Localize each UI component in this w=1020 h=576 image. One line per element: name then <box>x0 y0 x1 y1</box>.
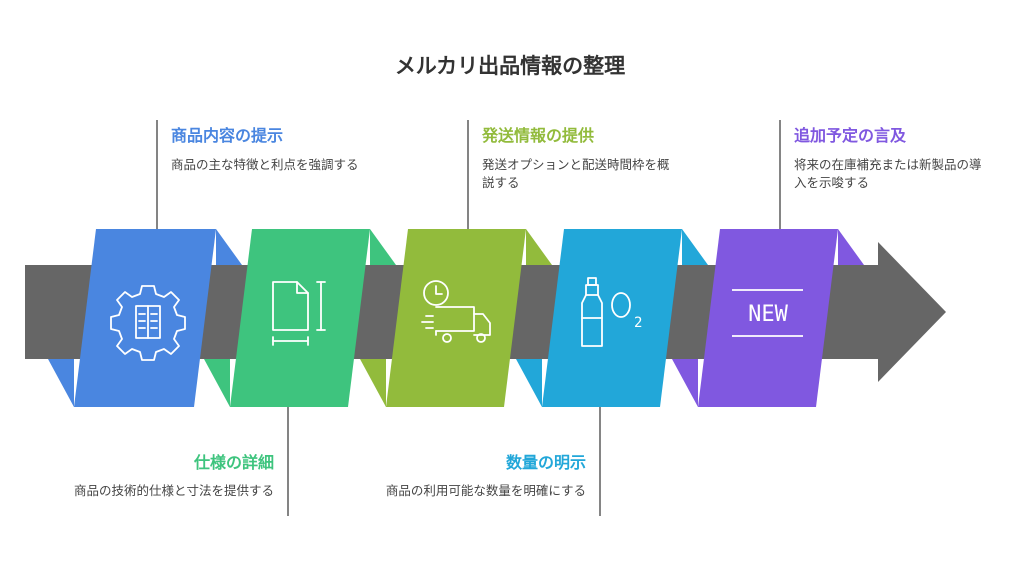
step-title-1: 商品内容の提示 <box>171 126 284 145</box>
settings-document-icon <box>110 285 186 361</box>
fold-top-2 <box>370 229 396 265</box>
fold-top-4 <box>682 229 708 265</box>
step-panel-2 <box>230 229 370 407</box>
o2-subscript: 2 <box>634 315 642 331</box>
step-desc-3: 発送オプションと配送時間枠を概説する <box>482 157 670 190</box>
step-panel-3 <box>386 229 526 407</box>
step-panel-1 <box>74 229 216 407</box>
step-desc-1: 商品の主な特徴と利点を強調する <box>171 157 359 172</box>
step-panel-4 <box>542 229 682 407</box>
step-title-2: 仕様の詳細 <box>193 453 274 472</box>
step-desc-5: 将来の在庫補充または新製品の導入を示唆する <box>794 157 982 190</box>
step-desc-2: 商品の技術的仕様と寸法を提供する <box>73 483 274 498</box>
fold-bottom-3 <box>360 359 386 407</box>
new-label-text: NEW <box>748 302 788 327</box>
fold-top-5 <box>838 229 864 265</box>
fold-bottom-4 <box>516 359 542 407</box>
step-desc-4: 商品の利用可能な数量を明確にする <box>385 483 586 498</box>
step-title-4: 数量の明示 <box>505 453 586 472</box>
fold-bottom-2 <box>204 359 230 407</box>
delivery-truck-clock-icon <box>421 280 491 343</box>
step-panel-5 <box>698 229 838 407</box>
document-dimensions-icon <box>272 281 326 346</box>
bottle-o2-icon: 2 <box>581 277 642 347</box>
step-title-5: 追加予定の言及 <box>794 126 907 145</box>
fold-bottom-1 <box>48 359 74 407</box>
page-title: メルカリ出品情報の整理 <box>394 54 626 78</box>
fold-top-1 <box>216 229 242 265</box>
step-title-3: 発送情報の提供 <box>482 126 595 145</box>
arrow-head <box>878 242 946 382</box>
fold-bottom-5 <box>672 359 698 407</box>
fold-top-3 <box>526 229 552 265</box>
new-label-icon: NEW <box>732 289 803 337</box>
